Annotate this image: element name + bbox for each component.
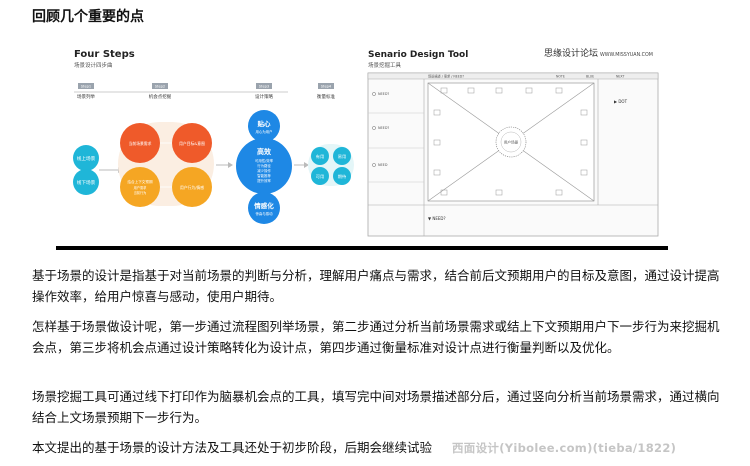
measure-node-usable-label: 可用 [316,174,324,180]
article-heading: 回顾几个重要的点 [32,9,144,25]
strategy-line-1: 可用性/效率 [255,158,274,163]
strategy-node-emotional [248,192,280,224]
measure-node-easy-label: 易用 [338,154,346,160]
paragraph-3: 场景挖掘工具可通过线下打印作为脑暴机会点的工具，填写完中间对场景描述部分后，通过… [32,389,720,425]
strategy-line-2: 行为路径 [257,163,271,168]
paragraph-4: 本文提出的基于场景的设计方法及工具还处于初步阶段，后期会继续试验 [32,440,433,455]
strategy-line-3: 减少操作 [257,168,271,173]
opportunity-node-context-sub1: 用户需求 [134,185,148,190]
design-tool-subtitle: 场景挖掘工具 [368,61,402,69]
strategy-node-thoughtful-label: 贴心 [258,119,272,128]
step-2-tag: Step2 [155,85,165,89]
tool-bottom-label: ▼ NEED? [428,216,446,221]
design-tool-title: Senario Design Tool [368,50,468,60]
step-4-tag: Step4 [321,85,332,89]
step-2: Step2 机会点挖掘 [149,83,172,100]
strategy-node-thoughtful-sub: 用心为用户 [256,129,273,134]
scene-node-offline [73,169,99,195]
four-steps-title: Four Steps [74,49,135,60]
strategy-node-efficient [236,138,292,194]
step-2-label: 机会点挖掘 [149,93,172,100]
measure-node-expect-label: 期待 [338,173,347,180]
step-4-label: 衡量标准 [317,93,335,100]
step-1: Step1 场景列举 [77,83,95,100]
tool-header-blue: BLUE [586,75,594,79]
measure-node-expect [333,167,351,185]
opportunity-node-context-label: 结合上下文预期 [127,179,153,184]
step-1-label: 场景列举 [77,93,95,100]
strategy-node-emotional-sub: 惊喜与感动 [256,211,274,216]
paragraph-2: 怎样基于场景做设计呢，第一步通过流程图列举场景，第二步通过分析当前场景需求或结上… [32,319,720,355]
measure-node-useful-label: 有用 [316,153,324,160]
opportunity-node-goal-label: 用户目标&意图 [179,141,205,146]
tool-dot-label: ▶ DOT [614,99,628,104]
tool-header-note: NOTE [556,75,565,79]
strategy-line-4: 智能推荐 [257,173,271,178]
scenario-design-figure: Four Steps 场景设计四步曲 Step1 场景列举 Step2 机会点挖… [56,47,668,250]
watermark-text: 西面设计(Yibolee.com)(tieba/1822) [452,441,677,455]
opportunity-node-goal [172,123,212,163]
strategy-line-5: 提升效率 [257,178,271,183]
opportunity-node-behavior-label: 用户行为/情感 [180,185,204,190]
figure-bottom-rule [56,246,668,250]
scene-node-online [73,145,99,171]
scenario-center-circle [495,126,527,158]
tool-left-label-1: NEED? [378,92,389,96]
step-4: Step4 衡量标准 [317,83,335,100]
strategy-node-efficient-label: 高效 [257,147,272,156]
tool-header-next: NEXT [616,75,625,79]
four-steps-subtitle: 场景设计四步曲 [74,61,113,69]
design-tool-panel: Senario Design Tool 场景挖掘工具 思缘设计论坛 WWW.MI… [367,47,659,237]
scenario-center-text: 用户场景 [504,140,519,145]
step-1-tag: Step1 [81,85,91,89]
opportunity-node-context [120,167,160,207]
brand-logo-text: 思缘设计论坛 [544,47,598,59]
tool-header-need: 场景描述 / 需求 / NEED? [428,74,464,79]
tool-left-label-3: NEED [378,163,388,167]
scene-node-offline-label: 线下场景 [77,179,96,186]
opportunity-node-behavior [172,167,212,207]
brand-url: WWW.MISSYUAN.COM [600,52,653,58]
step-3-label: 设计策略 [255,93,273,100]
opportunity-node-need-label: 当前场景需求 [129,141,152,146]
measure-node-easy [333,147,351,165]
scene-node-online-label: 线上场景 [77,155,96,162]
four-steps-panel: Four Steps 场景设计四步曲 Step1 场景列举 Step2 机会点挖… [73,49,354,224]
opportunity-node-need [120,123,160,163]
step-3-tag: Step3 [259,85,269,89]
measure-node-useful [311,147,329,165]
strategy-node-thoughtful [248,110,280,142]
step-3: Step3 设计策略 [255,83,273,100]
measure-node-usable [311,167,329,185]
strategy-node-emotional-label: 情感化 [254,201,274,210]
paragraph-1: 基于场景的设计是指基于对当前场景的判断与分析，理解用户痛点与需求，结合前后文预期… [32,268,720,304]
opportunity-node-context-sub2: 当前行为 [134,190,147,195]
tool-left-label-2: NEED? [378,126,389,130]
